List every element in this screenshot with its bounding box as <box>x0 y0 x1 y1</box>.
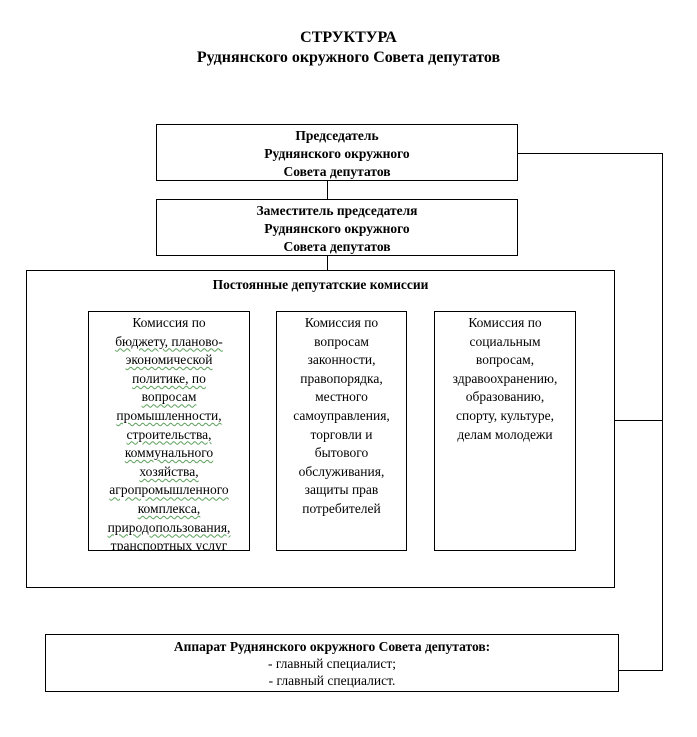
commission-line: защиты прав <box>304 482 379 498</box>
commission-budget-box: Комиссия по бюджету, планово- экономичес… <box>88 311 250 551</box>
commission-line: местного <box>315 389 368 405</box>
deputy-chairman-box: Заместитель председателя Руднянского окр… <box>156 199 518 256</box>
deputy-line: Заместитель председателя <box>256 203 418 218</box>
apparatus-box: Аппарат Руднянского окружного Совета деп… <box>45 634 619 692</box>
diagram-title: СТРУКТУРА <box>300 29 397 46</box>
commission-line: хозяйства, <box>139 463 199 479</box>
commission-line: спорту, культуре, <box>456 407 554 423</box>
chair-deputy-connector <box>327 180 328 199</box>
commission-legality-box: Комиссия по вопросам законности, правопо… <box>276 311 407 551</box>
chairman-line: Председатель <box>295 128 379 143</box>
commission-line: бюджету, планово- <box>115 333 223 349</box>
commission-line: обслуживания, <box>298 463 385 479</box>
chairman-line: Руднянского окружного <box>264 146 410 161</box>
commission-line: здравоохранению, <box>452 370 558 386</box>
commission-line-text: Комиссия по <box>132 315 206 330</box>
deputy-line: Совета депутатов <box>283 239 391 254</box>
commission-line: вопросам <box>141 389 197 405</box>
commission-line: экономической <box>125 352 213 368</box>
chairman-box: Председатель Руднянского окружного Совет… <box>156 124 518 181</box>
commission-line: строительства, <box>126 426 212 442</box>
commission-social-box: Комиссия по социальным вопросам, здравоо… <box>434 311 576 551</box>
commission-line: транспортных услуг <box>110 538 228 551</box>
commission-line: правопорядка, <box>300 370 383 386</box>
commission-line: природопользования, <box>107 519 231 535</box>
commission-line: вопросам <box>314 333 369 349</box>
apparatus-heading: Аппарат Руднянского окружного Совета деп… <box>173 639 491 654</box>
commission-line: агропромышленного <box>109 482 229 498</box>
commission-line: самоуправления, <box>293 407 390 423</box>
chairman-line: Совета депутатов <box>283 164 391 179</box>
diagram-subtitle: Руднянского окружного Совета депутатов <box>196 49 501 66</box>
right-connector-commissions <box>614 420 663 421</box>
right-connector-top <box>518 153 663 154</box>
commission-line: торговли и <box>310 426 373 442</box>
commission-line: политике, по <box>132 370 206 386</box>
commission-line: Комиссия по <box>304 315 379 330</box>
commission-line: законности, <box>307 352 376 368</box>
commission-line: бытового <box>314 445 369 461</box>
commission-line: промышленности, <box>116 407 222 423</box>
commission-line: Комиссия по <box>468 315 542 330</box>
apparatus-item: - главный специалист; <box>267 656 397 671</box>
commission-line: Комиссия по <box>89 314 249 333</box>
commission-line: вопросам, <box>475 352 535 368</box>
deputy-commissions-connector <box>327 256 328 271</box>
deputy-line: Руднянского окружного <box>264 221 410 236</box>
apparatus-item: - главный специалист. <box>268 673 396 688</box>
commission-line: образованию, <box>465 389 545 405</box>
commission-line: комплекса, <box>137 500 201 516</box>
commission-line: делам молодежи <box>457 426 553 442</box>
right-connector-vertical <box>662 153 663 671</box>
commission-line: социальным <box>469 333 541 349</box>
commission-line: потребителей <box>302 500 381 516</box>
commissions-heading: Постоянные депутатские комиссии <box>212 277 429 292</box>
commission-line: коммунального <box>124 445 214 461</box>
right-connector-apparatus <box>618 670 663 671</box>
